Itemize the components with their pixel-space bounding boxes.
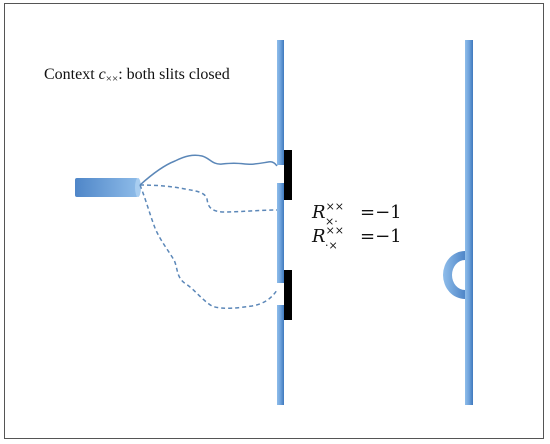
context-caption: Context c××: both slits closed [44, 66, 230, 85]
diagram-frame [4, 3, 544, 439]
equation-lower: R×× [311, 224, 344, 247]
detector [443, 251, 465, 299]
equation-lower-rhs: =−1 [360, 226, 402, 247]
barrier-bottom-segment [277, 305, 284, 405]
particle-source [75, 178, 138, 197]
barrier-middle-segment [277, 183, 284, 283]
equation-upper: R×× [311, 200, 344, 223]
path-upper-dashed [139, 184, 278, 213]
lower-slit-blocker [284, 270, 292, 320]
upper-slit-blocker [284, 150, 292, 200]
detector-screen [465, 40, 473, 405]
equation-upper-rhs: =−1 [360, 202, 402, 223]
path-lower-dashed [139, 184, 278, 310]
barrier-top-segment [277, 40, 284, 165]
particle-paths [139, 154, 278, 310]
equations: R×× ×· =−1 R×× ·× =−1 [311, 200, 402, 252]
path-upper-solid [139, 154, 278, 186]
source-opening [135, 178, 141, 197]
equation-upper-subscript: ×· [325, 215, 338, 228]
equation-lower-subscript: ·× [325, 239, 338, 252]
